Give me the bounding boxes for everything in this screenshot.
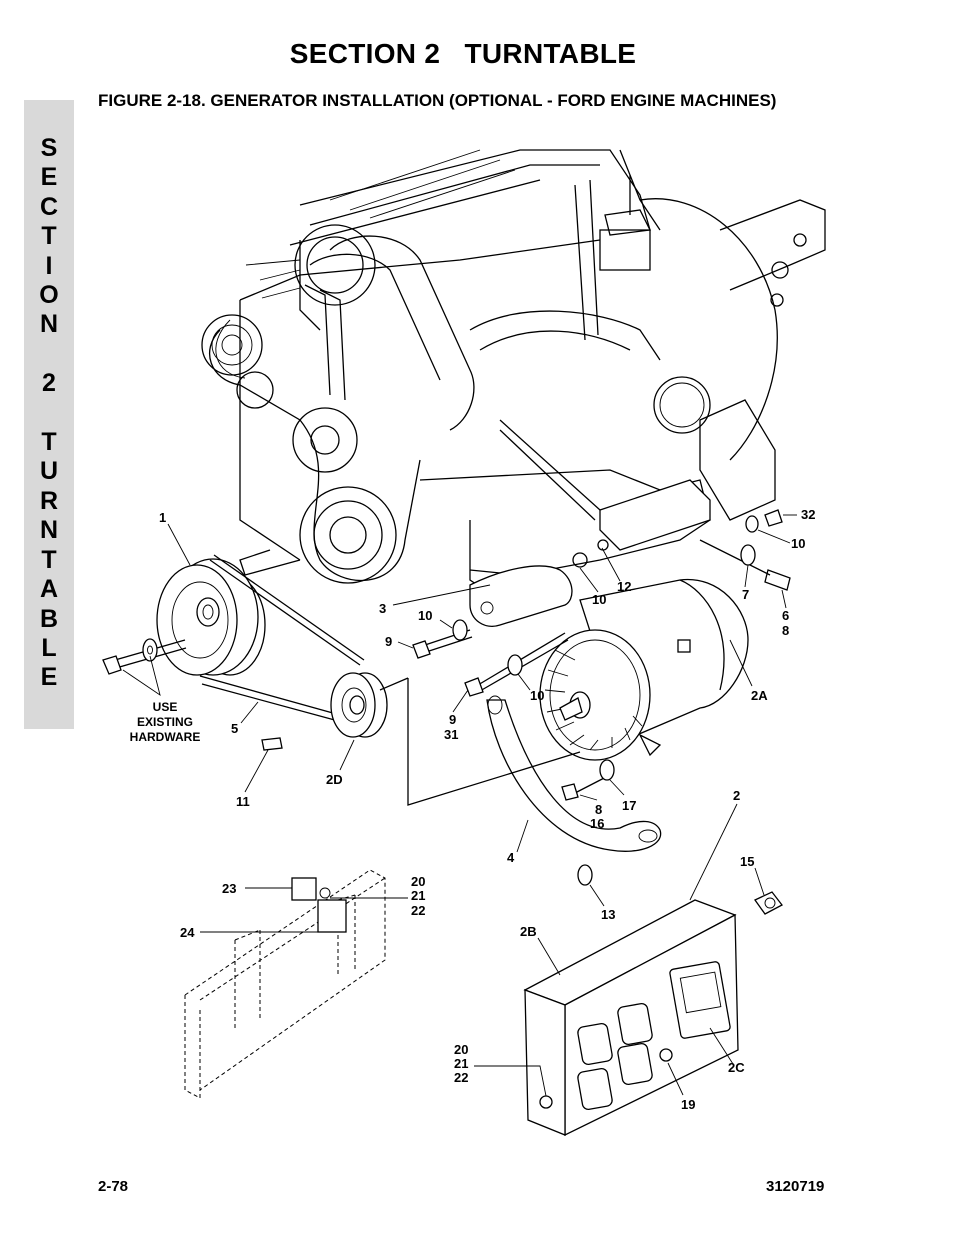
hardware-note-line-2: EXISTING	[137, 715, 193, 729]
callout-2d: 2D	[326, 772, 343, 787]
side-tab-letter: O	[39, 281, 59, 310]
section-title: SECTION 2 TURNTABLE	[289, 38, 637, 69]
callout-20: 20	[454, 1042, 468, 1057]
hardware-note-line-3: HARDWARE	[130, 730, 201, 744]
callout-16: 16	[590, 816, 604, 831]
side-tab-letter: L	[41, 633, 57, 662]
leader-lines	[122, 514, 797, 1097]
side-tab-letter: E	[40, 663, 58, 692]
callout-32: 32	[801, 507, 815, 522]
callout-21: 21	[454, 1056, 468, 1071]
callout-2a: 2A	[751, 688, 768, 703]
callout-17: 17	[622, 798, 636, 813]
callout-10: 10	[418, 608, 432, 623]
side-tab-letter: T	[41, 428, 57, 457]
callout-15: 15	[740, 854, 754, 869]
callout-2c: 2C	[728, 1060, 745, 1075]
callout-2: 2	[733, 788, 740, 803]
document-number: 3120719	[766, 1178, 825, 1195]
figure-title: FIGURE 2-18. GENERATOR INSTALLATION (OPT…	[98, 91, 777, 110]
callout-11: 11	[236, 794, 250, 809]
callout-1: 1	[159, 510, 166, 525]
callout-8: 8	[595, 802, 602, 817]
side-tab-letter: R	[39, 486, 59, 515]
callout-7: 7	[742, 587, 749, 602]
side-tab-letter: N	[39, 310, 59, 339]
side-tab-letter: T	[41, 222, 57, 251]
hardware-note-line-1: USE	[153, 700, 178, 714]
page-number: 2-78	[98, 1178, 129, 1195]
side-tab-letter: S	[40, 134, 58, 162]
callout-13: 13	[601, 907, 615, 922]
callout-12: 12	[617, 579, 631, 594]
callout-21: 21	[411, 888, 425, 903]
callout-6: 6	[782, 608, 789, 623]
callout-3: 3	[379, 601, 386, 616]
drive-pulley-assembly	[102, 554, 388, 751]
side-tab: S E C T I O N 2 T U R N T A B L E	[24, 100, 74, 729]
mounting-plate-detail	[184, 869, 386, 1099]
callout-22: 22	[411, 903, 425, 918]
side-tab-letter: T	[41, 545, 57, 574]
side-tab-letter: C	[39, 192, 59, 221]
side-tab-letter: N	[39, 516, 59, 545]
callout-8: 8	[782, 623, 789, 638]
callout-4: 4	[507, 850, 515, 865]
side-tab-letter: B	[39, 604, 59, 633]
callout-10: 10	[791, 536, 805, 551]
callout-10: 10	[530, 688, 544, 703]
callout-20: 20	[411, 874, 425, 889]
side-tab-text: S E C T I O N 2 T U R N T A B L E	[24, 134, 74, 693]
side-tab-letter: U	[39, 457, 59, 486]
callout-10: 10	[592, 592, 606, 607]
callout-9: 9	[449, 712, 456, 727]
side-tab-letter: I	[45, 251, 53, 280]
side-tab-letter: A	[39, 575, 59, 604]
engine-illustration	[201, 149, 826, 627]
side-tab-letter: E	[40, 163, 58, 192]
callout-19: 19	[681, 1097, 695, 1112]
control-box-assembly	[523, 891, 783, 1137]
callout-24: 24	[180, 925, 195, 940]
generator-assembly	[379, 509, 791, 886]
side-tab-letter: 2	[42, 369, 56, 398]
callout-31: 31	[444, 727, 458, 742]
callouts: 1 32 10 12 10 7 6 8 3 10 9 10 2A 9 31 5 …	[130, 507, 816, 1112]
callout-22: 22	[454, 1070, 468, 1085]
callout-9: 9	[385, 634, 392, 649]
callout-2b: 2B	[520, 924, 537, 939]
callout-23: 23	[222, 881, 236, 896]
callout-5: 5	[231, 721, 238, 736]
